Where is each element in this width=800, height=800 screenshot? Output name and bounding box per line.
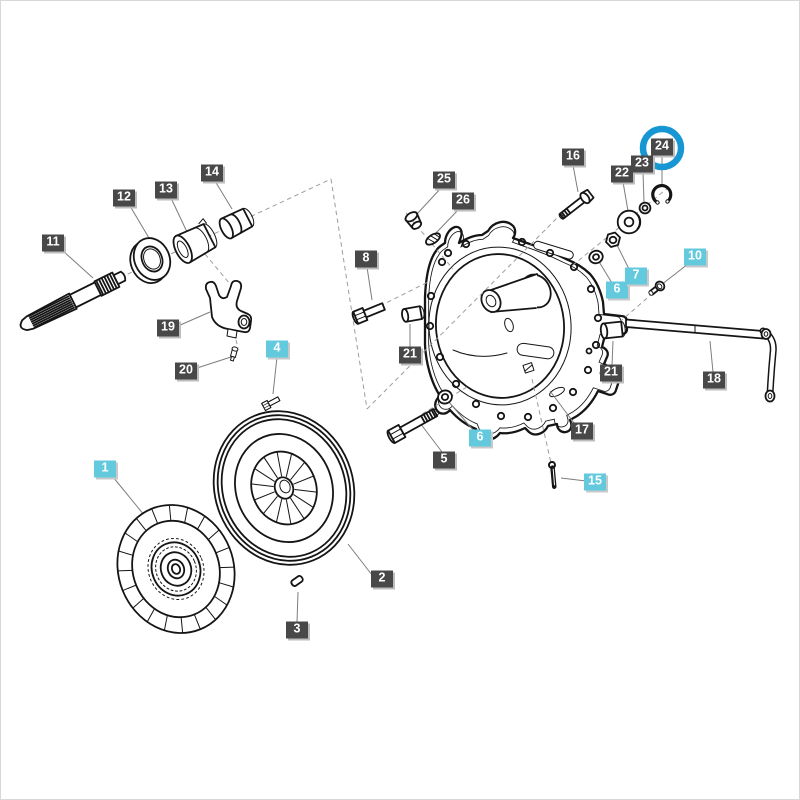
callout-18[interactable]: 18 xyxy=(703,371,725,389)
callout-10[interactable]: 10 xyxy=(684,248,706,266)
snap-ring-24-drawing xyxy=(651,183,673,205)
spring-washer-6-lower-drawing xyxy=(437,389,453,405)
leader-line-22 xyxy=(622,181,629,212)
input-shaft-drawing xyxy=(19,270,127,332)
callout-17[interactable]: 17 xyxy=(571,422,593,440)
callout-22[interactable]: 22 xyxy=(611,165,633,183)
leader-line-16 xyxy=(572,164,579,193)
leader-line-10 xyxy=(660,263,689,286)
callout-6[interactable]: 6 xyxy=(469,429,491,447)
release-hub-drawing xyxy=(172,218,218,264)
cotter-pin-15-drawing xyxy=(548,461,557,489)
leader-line-11 xyxy=(62,250,94,279)
callout-13[interactable]: 13 xyxy=(155,181,177,199)
detent-spring-26-drawing xyxy=(425,232,441,246)
leader-line-3 xyxy=(296,591,299,623)
spring-washer-6-upper-drawing xyxy=(588,249,604,265)
leader-line-8 xyxy=(366,266,373,301)
grease-fitting-10-drawing xyxy=(648,280,666,296)
o-ring-23-drawing xyxy=(638,201,652,215)
leader-line-14 xyxy=(214,180,233,210)
clutch-disc-drawing xyxy=(116,504,236,634)
leader-line-6 xyxy=(447,400,475,432)
callout-12[interactable]: 12 xyxy=(113,189,135,207)
seal-ring-drawing xyxy=(129,237,172,284)
leader-lines xyxy=(62,155,714,623)
leader-line-20 xyxy=(196,356,232,369)
bushing-21-right-drawing xyxy=(599,320,626,340)
callout-23[interactable]: 23 xyxy=(631,155,653,173)
callout-25[interactable]: 25 xyxy=(433,171,455,189)
callout-21[interactable]: 21 xyxy=(600,364,622,382)
callout-26[interactable]: 26 xyxy=(452,192,474,210)
leader-line-5 xyxy=(419,422,443,453)
dowel-pin-drawing xyxy=(290,575,304,587)
small-bolt-4-drawing xyxy=(261,396,281,412)
leader-line-12 xyxy=(129,205,150,239)
pressure-plate-drawing xyxy=(212,410,356,566)
leader-line-25 xyxy=(416,187,442,215)
leader-line-19 xyxy=(177,311,211,327)
detent-plug-25-drawing xyxy=(404,211,423,230)
callout-15[interactable]: 15 xyxy=(584,473,606,491)
housing-bolt-holes xyxy=(425,237,607,422)
pilot-bushing-drawing xyxy=(218,207,255,240)
clutch-fork-drawing xyxy=(204,279,253,339)
bushing-21-left-drawing xyxy=(401,305,425,323)
callout-5[interactable]: 5 xyxy=(433,451,455,469)
leader-line-18 xyxy=(709,340,714,373)
leader-line-26 xyxy=(435,208,460,234)
cap-bolt-16-drawing xyxy=(558,188,595,220)
cross-shaft-18-drawing xyxy=(625,318,777,403)
callout-19[interactable]: 19 xyxy=(157,319,179,337)
washer-22-drawing xyxy=(616,209,642,235)
callout-4[interactable]: 4 xyxy=(266,340,288,358)
leader-line-7 xyxy=(615,242,630,270)
leader-line-6 xyxy=(597,259,613,284)
leader-line-17 xyxy=(549,390,575,424)
callout-24[interactable]: 24 xyxy=(651,138,673,156)
callout-11[interactable]: 11 xyxy=(42,234,64,252)
nut-7-drawing xyxy=(605,231,621,248)
leader-line-15 xyxy=(560,477,587,482)
highlight-ring xyxy=(639,125,685,171)
leader-line-2 xyxy=(347,543,373,576)
callout-3[interactable]: 3 xyxy=(286,621,308,639)
leader-line-21 xyxy=(611,340,614,366)
leader-line-23 xyxy=(642,171,645,203)
leader-line-13 xyxy=(170,197,188,233)
flange-bolt-5-drawing xyxy=(386,408,440,444)
callout-21[interactable]: 21 xyxy=(399,346,421,364)
clutch-housing-cover-drawing xyxy=(423,220,629,441)
callout-16[interactable]: 16 xyxy=(562,148,584,166)
callout-2[interactable]: 2 xyxy=(371,570,393,588)
callout-6[interactable]: 6 xyxy=(606,281,628,299)
callout-14[interactable]: 14 xyxy=(201,164,223,182)
leader-line-4 xyxy=(272,356,278,395)
callout-8[interactable]: 8 xyxy=(355,250,377,268)
fork-pin-drawing xyxy=(229,346,239,362)
highlight-circle-part-24 xyxy=(639,125,685,171)
callout-7[interactable]: 7 xyxy=(625,267,647,285)
callout-20[interactable]: 20 xyxy=(175,362,197,380)
plug-bolt-8-drawing xyxy=(351,302,386,325)
callout-1[interactable]: 1 xyxy=(94,460,116,478)
